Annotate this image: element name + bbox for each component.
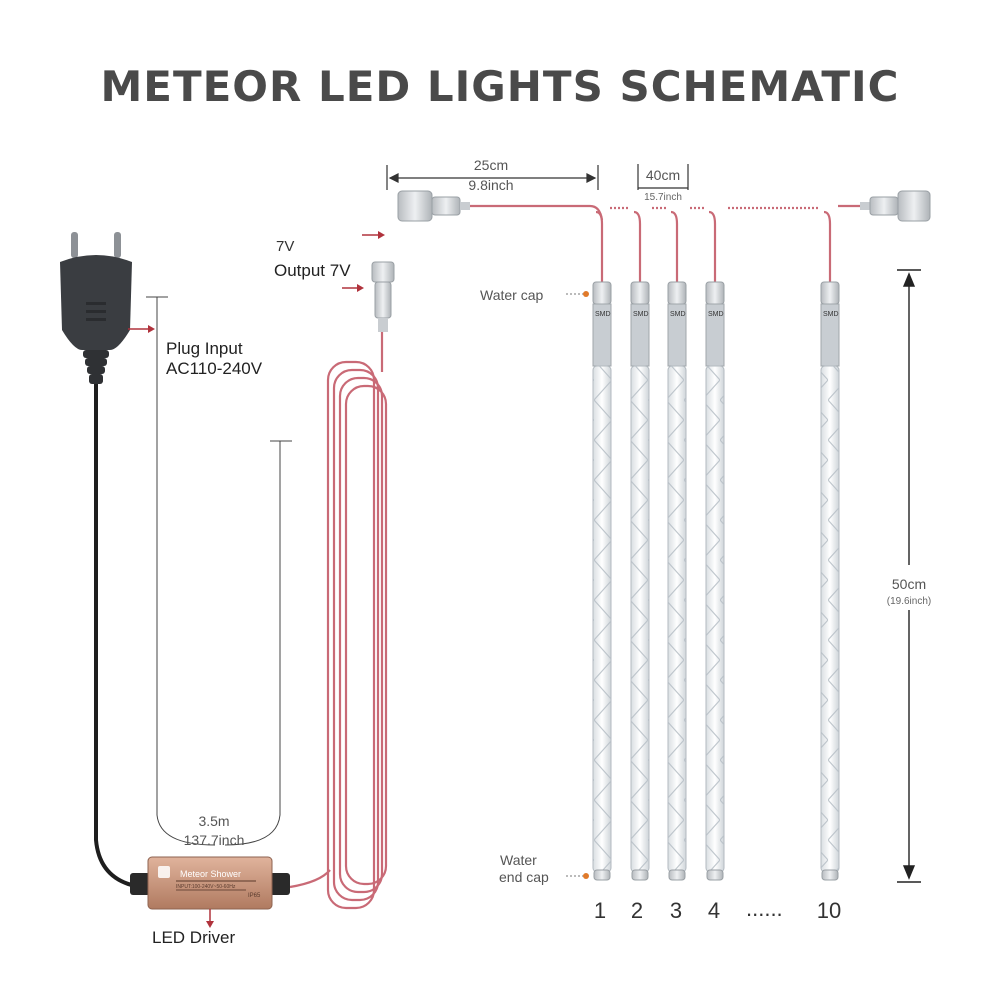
- power-plug: [60, 232, 132, 384]
- tube-number: 10: [816, 898, 842, 923]
- led-driver-label: LED Driver: [152, 928, 236, 947]
- tube-number: 2: [630, 898, 644, 923]
- plug-input-arrow: [128, 325, 155, 333]
- tube-length-inch-label: (19.6inch): [886, 596, 932, 607]
- output-label: Output 7V: [274, 261, 351, 280]
- tube-print-label: SMD: [595, 311, 611, 318]
- meteor-tube: SMD: [705, 210, 725, 881]
- meteor-tube: SMD: [592, 210, 612, 881]
- output-connector: [371, 261, 395, 332]
- meteor-tube: SMD: [630, 210, 650, 881]
- cable-length-inch-label: 137.7inch: [183, 832, 245, 848]
- input-cable: [94, 384, 151, 890]
- tube-number: 3: [669, 898, 683, 923]
- tube-array: SMD SMD SMD SMD SMD: [592, 210, 840, 881]
- tube-ellipsis: ......: [746, 896, 783, 921]
- driver-ip-label: IP65: [248, 893, 261, 899]
- tube-length-bracket: [897, 269, 921, 883]
- tube-print-label: SMD: [823, 311, 839, 318]
- meteor-tube: SMD: [667, 210, 687, 881]
- output-voltage-label: 7V: [276, 238, 295, 255]
- top-length-label: 25cm: [473, 157, 509, 173]
- top-cable: [470, 204, 860, 221]
- top-connector-left: [397, 190, 470, 222]
- plug-input-label: Plug Input: [166, 339, 243, 358]
- water-end-cap-pointer: [566, 873, 589, 879]
- meteor-tube: SMD: [820, 210, 840, 881]
- tube-number: 1: [593, 898, 607, 923]
- water-end-cap-label-line1: Water: [500, 852, 537, 868]
- tube-length-label: 50cm: [891, 576, 927, 592]
- water-end-cap-label-line2: end cap: [499, 869, 549, 885]
- driver-spec-label: INPUT:100-240V~50-60Hz: [176, 884, 236, 890]
- tube-print-label: SMD: [633, 311, 649, 318]
- spacing-inch-label: 15.7inch: [644, 192, 682, 203]
- length-bracket-25cm: [386, 165, 599, 190]
- spacing-bracket-40cm: [637, 164, 689, 190]
- driver-brand-label: Meteor Shower: [180, 869, 242, 879]
- tube-print-label: SMD: [670, 311, 686, 318]
- water-cap-label: Water cap: [480, 287, 544, 303]
- led-driver: [130, 856, 290, 928]
- page-title: METEOR LED LIGHTS SCHEMATIC: [100, 62, 900, 111]
- spacing-label: 40cm: [645, 167, 681, 183]
- coiled-cable: [289, 330, 388, 910]
- tube-print-label: SMD: [708, 311, 724, 318]
- water-cap-pointer: [566, 291, 589, 297]
- plug-voltage-label: AC110-240V: [166, 359, 263, 378]
- top-connector-right: [860, 190, 931, 222]
- top-length-inch-label: 9.8inch: [468, 177, 514, 193]
- cable-length-label: 3.5m: [198, 813, 230, 829]
- cable-length-bracket: [146, 296, 292, 846]
- tube-number: 4: [707, 898, 721, 923]
- output-arrows: [342, 231, 385, 292]
